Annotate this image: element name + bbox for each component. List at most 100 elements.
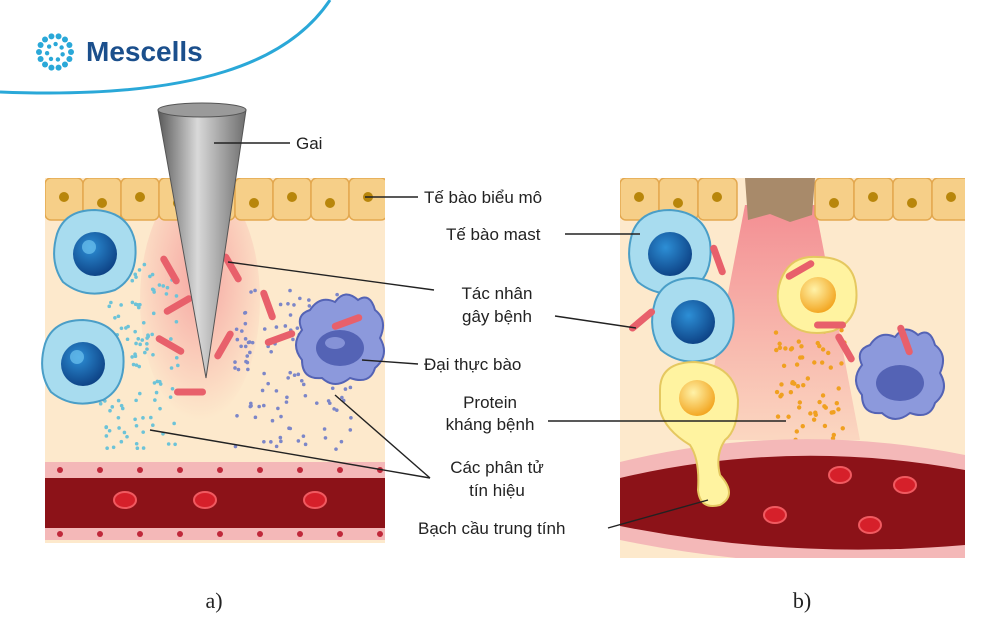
signal-dot bbox=[131, 362, 136, 367]
protein-dot bbox=[779, 382, 784, 387]
signal-dot bbox=[108, 408, 112, 413]
protein-dot bbox=[839, 361, 844, 366]
signal-dot bbox=[240, 329, 244, 333]
pathogen bbox=[835, 333, 855, 363]
pathogen bbox=[710, 244, 726, 276]
signal-dot bbox=[262, 439, 266, 444]
signal-dot bbox=[245, 354, 250, 358]
signal-dot bbox=[340, 395, 344, 400]
mast-cell-b2 bbox=[651, 276, 735, 363]
pathogens-a bbox=[155, 253, 363, 396]
signal-dot bbox=[151, 423, 155, 428]
endothelial-nucleus bbox=[257, 531, 263, 537]
logo-dot bbox=[55, 64, 62, 71]
logo-dot bbox=[42, 36, 49, 43]
signal-dot bbox=[332, 407, 336, 411]
signal-dot bbox=[141, 446, 146, 450]
signal-dot bbox=[136, 305, 141, 310]
signal-dot bbox=[286, 376, 290, 380]
signal-dot bbox=[235, 337, 240, 342]
protein-dot bbox=[840, 426, 845, 431]
pathogen bbox=[160, 255, 180, 285]
protein-dot bbox=[820, 393, 826, 398]
signal-dot bbox=[130, 278, 135, 283]
signal-dot bbox=[130, 355, 134, 359]
signal-dot bbox=[98, 401, 103, 406]
blood-vessel-b bbox=[620, 439, 965, 558]
logo-dot bbox=[68, 49, 74, 55]
protein-dot bbox=[788, 390, 794, 395]
signal-dot bbox=[246, 340, 251, 345]
signal-dot bbox=[141, 416, 145, 420]
logo-dot bbox=[46, 44, 52, 49]
protein-dot bbox=[828, 365, 833, 370]
pathogen bbox=[174, 388, 206, 396]
signal-dot bbox=[134, 441, 139, 446]
logo-dot bbox=[53, 41, 58, 47]
signal-dot bbox=[134, 423, 139, 428]
label-mast: Tế bào mast bbox=[446, 225, 541, 244]
signal-dot bbox=[130, 300, 135, 305]
signal-dot bbox=[143, 350, 147, 355]
signal-dot bbox=[161, 284, 166, 288]
signal-dot bbox=[119, 303, 123, 307]
signal-dot bbox=[274, 389, 279, 393]
signal-dot bbox=[136, 336, 141, 341]
signal-dot bbox=[348, 428, 353, 432]
logo-dot bbox=[48, 33, 55, 40]
epithelial-nucleus bbox=[673, 198, 683, 208]
signal-dot bbox=[278, 302, 283, 307]
protein-dot bbox=[801, 382, 806, 388]
signal-dot bbox=[349, 415, 353, 420]
signal-dot bbox=[176, 363, 180, 368]
signal-dot bbox=[339, 439, 344, 444]
protein-dot bbox=[811, 417, 817, 422]
logo-dot bbox=[37, 55, 44, 62]
signal-dot bbox=[122, 430, 127, 435]
dotted-ring-logo-icon bbox=[36, 33, 74, 71]
endothelial-nucleus bbox=[57, 467, 63, 473]
signal-dot bbox=[157, 283, 162, 287]
label-spine: Gai bbox=[296, 134, 322, 153]
signal-dot bbox=[248, 350, 252, 355]
signal-dot bbox=[119, 326, 124, 331]
signal-dot bbox=[323, 436, 328, 440]
logo-dot bbox=[36, 49, 42, 55]
label-signal-2: tín hiệu bbox=[469, 481, 525, 500]
logo-dot bbox=[59, 45, 64, 50]
signal-dot bbox=[299, 378, 304, 383]
signal-dot bbox=[119, 403, 124, 408]
protein-dot bbox=[777, 341, 782, 346]
signal-dot bbox=[335, 292, 339, 297]
protein-dot bbox=[773, 330, 779, 335]
signal-dot bbox=[153, 398, 157, 402]
red-blood-cell bbox=[828, 466, 852, 484]
logo-dot bbox=[61, 36, 68, 43]
signal-dot bbox=[142, 262, 147, 267]
protein-dot bbox=[796, 339, 801, 344]
signal-dot bbox=[125, 434, 129, 439]
signal-dot bbox=[266, 381, 270, 386]
signal-dot bbox=[236, 367, 241, 372]
protein-dot bbox=[774, 347, 779, 353]
epithelial-nucleus bbox=[907, 198, 917, 208]
signal-dot bbox=[285, 395, 289, 400]
signal-dot bbox=[301, 382, 306, 387]
signal-dot bbox=[291, 337, 295, 342]
signal-dot bbox=[124, 326, 128, 330]
signal-dot bbox=[149, 415, 153, 420]
leader-macrophage bbox=[361, 359, 419, 365]
signal-dot bbox=[262, 403, 266, 408]
signal-dot bbox=[292, 373, 297, 378]
protein-dot bbox=[775, 414, 781, 419]
red-blood-cell bbox=[858, 516, 882, 534]
header-banner: Mescells bbox=[0, 0, 332, 95]
logo-dot bbox=[61, 61, 68, 68]
signal-dot bbox=[134, 398, 138, 403]
signal-dot bbox=[150, 287, 155, 292]
protein-dot bbox=[830, 436, 836, 441]
signal-dot bbox=[134, 341, 138, 346]
endothelial-nucleus bbox=[297, 467, 303, 473]
signal-dot bbox=[152, 290, 156, 294]
signal-dot bbox=[152, 381, 157, 385]
